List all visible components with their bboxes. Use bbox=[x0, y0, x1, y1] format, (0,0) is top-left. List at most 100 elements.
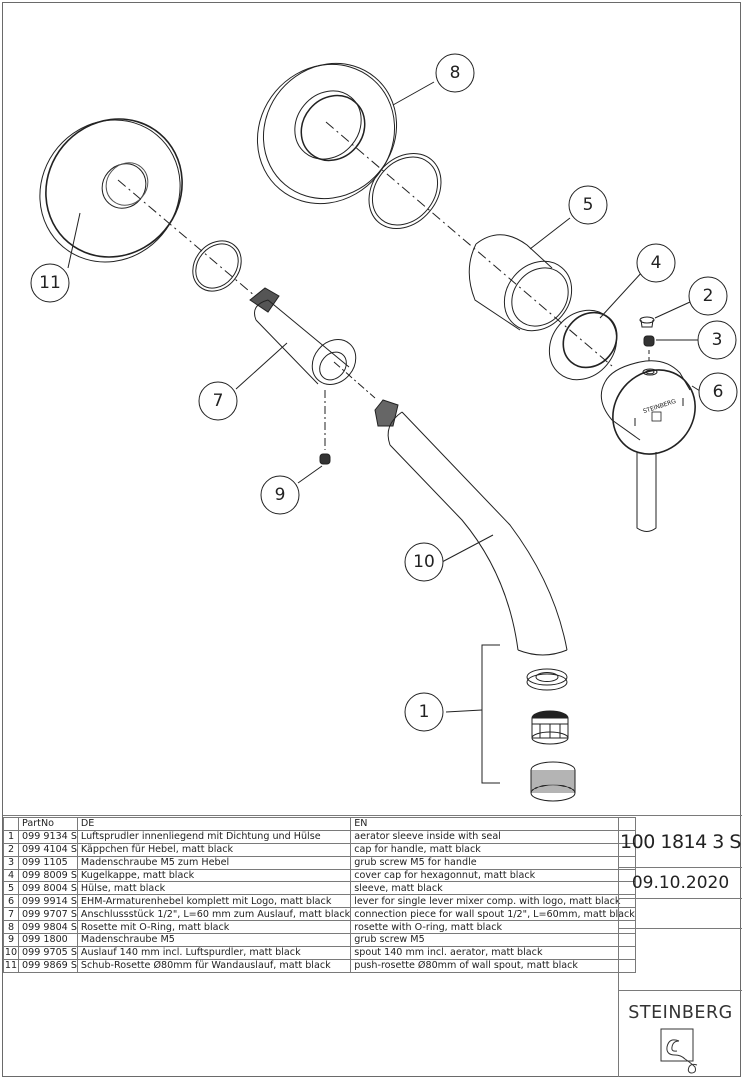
row-index: 11 bbox=[3, 958, 19, 973]
part-11-push-rosette bbox=[39, 118, 183, 269]
row-de: Kugelkappe, matt black bbox=[76, 868, 352, 883]
title-block-empty-field bbox=[619, 899, 742, 929]
part-5-sleeve bbox=[468, 217, 573, 332]
svg-text:10: 10 bbox=[413, 552, 435, 572]
row-en: cap for handle, matt black bbox=[350, 842, 636, 857]
row-de: Madenschraube M5 zum Hebel bbox=[76, 855, 352, 870]
row-index: 10 bbox=[3, 945, 19, 960]
balloon-3: 3 bbox=[697, 320, 737, 360]
part-6-lever: STEINBERG bbox=[600, 360, 701, 532]
row-de: Hülse, matt black bbox=[76, 881, 352, 896]
row-index: 5 bbox=[3, 881, 19, 896]
document-number: 100 1814 3 S bbox=[619, 817, 742, 868]
title-block-empty-field bbox=[619, 929, 742, 991]
row-en: grub screw M5 for handle bbox=[350, 855, 636, 870]
svg-text:5: 5 bbox=[583, 195, 594, 215]
row-de: Schub-Rosette Ø80mm für Wandauslauf, mat… bbox=[76, 958, 352, 973]
row-index: 9 bbox=[3, 933, 19, 947]
row-partno: 099 9134 S bbox=[18, 829, 78, 844]
row-partno: 099 9914 S bbox=[18, 894, 78, 909]
row-en: grub screw M5 bbox=[350, 933, 636, 947]
svg-text:7: 7 bbox=[213, 391, 224, 411]
row-partno: 099 9804 S bbox=[18, 920, 78, 935]
steinberg-logo-icon bbox=[660, 1028, 698, 1074]
part-8-rosette bbox=[256, 62, 435, 205]
row-partno: 099 9705 S bbox=[18, 945, 78, 960]
row-en: sleeve, matt black bbox=[350, 881, 636, 896]
row-partno: 099 1105 bbox=[18, 855, 78, 870]
svg-text:1: 1 bbox=[419, 702, 430, 722]
svg-text:9: 9 bbox=[275, 485, 286, 505]
balloon-1: 1 bbox=[404, 692, 444, 732]
row-index: 4 bbox=[3, 868, 19, 883]
header-en: EN bbox=[350, 817, 636, 831]
header-index bbox=[3, 817, 19, 831]
balloon-5: 5 bbox=[568, 185, 608, 225]
balloon-8: 8 bbox=[435, 53, 475, 93]
brand-name: STEINBERG bbox=[628, 1003, 733, 1023]
row-index: 7 bbox=[3, 907, 19, 922]
svg-text:3: 3 bbox=[712, 330, 723, 350]
title-block: 100 1814 3 S 09.10.2020 STEINBERG bbox=[618, 817, 742, 1077]
balloon-11: 11 bbox=[30, 263, 70, 303]
balloon-2: 2 bbox=[688, 276, 728, 316]
balloon-7: 7 bbox=[198, 381, 238, 421]
balloon-6: 6 bbox=[698, 372, 738, 412]
parts-table-header: PartNo DE EN bbox=[3, 817, 636, 831]
part-2-cap bbox=[639, 301, 691, 328]
header-partno: PartNo bbox=[18, 817, 78, 831]
row-index: 3 bbox=[3, 855, 19, 870]
balloon-9: 9 bbox=[260, 475, 300, 515]
row-de: Anschlussstück 1/2", L=60 mm zum Auslauf… bbox=[76, 907, 352, 922]
row-index: 1 bbox=[3, 829, 19, 844]
row-partno: 099 8009 S bbox=[18, 868, 78, 883]
row-partno: 099 9869 S bbox=[18, 958, 78, 973]
exploded-view-drawing: STEINBERG 1 2 3 4 5 6 7 8 9 10 11 bbox=[30, 53, 738, 802]
row-de: Madenschraube M5 bbox=[76, 933, 352, 947]
svg-text:2: 2 bbox=[703, 286, 714, 306]
drawing-frame bbox=[2, 2, 741, 1077]
row-en: spout 140 mm incl. aerator, matt black bbox=[350, 945, 636, 960]
part-4-cover-cap bbox=[548, 270, 644, 381]
row-en: cover cap for hexagonnut, matt black bbox=[350, 868, 636, 883]
row-de: Käppchen für Hebel, matt black bbox=[76, 842, 352, 857]
o-ring-right bbox=[368, 152, 442, 230]
row-en: push-rosette Ø80mm of wall spout, matt b… bbox=[350, 958, 636, 973]
row-de: Rosette mit O-Ring, matt black bbox=[76, 920, 352, 935]
balloon-10: 10 bbox=[404, 542, 444, 582]
part-1-aerator-group bbox=[445, 644, 576, 802]
row-index: 8 bbox=[3, 920, 19, 935]
row-index: 2 bbox=[3, 842, 19, 857]
row-index: 6 bbox=[3, 894, 19, 909]
row-de: Luftsprudler innenliegend mit Dichtung u… bbox=[76, 829, 352, 844]
svg-text:4: 4 bbox=[651, 253, 662, 273]
part-10-spout bbox=[374, 399, 568, 656]
svg-text:11: 11 bbox=[39, 273, 61, 293]
lever-logo-text: STEINBERG bbox=[642, 398, 677, 415]
row-en: aerator sleeve inside with seal bbox=[350, 829, 636, 844]
header-de: DE bbox=[76, 817, 352, 831]
o-ring-left bbox=[192, 240, 242, 292]
row-partno: 099 4104 S bbox=[18, 842, 78, 857]
part-9-grub-screw bbox=[297, 453, 331, 484]
table-top-divider bbox=[3, 815, 742, 816]
row-partno: 099 9707 S bbox=[18, 907, 78, 922]
svg-text:6: 6 bbox=[713, 382, 724, 402]
part-3-grub-screw bbox=[643, 335, 698, 363]
part-7-connection-piece bbox=[235, 287, 376, 450]
balloon-4: 4 bbox=[636, 243, 676, 283]
row-partno: 099 8004 S bbox=[18, 881, 78, 896]
row-partno: 099 1800 bbox=[18, 933, 78, 947]
